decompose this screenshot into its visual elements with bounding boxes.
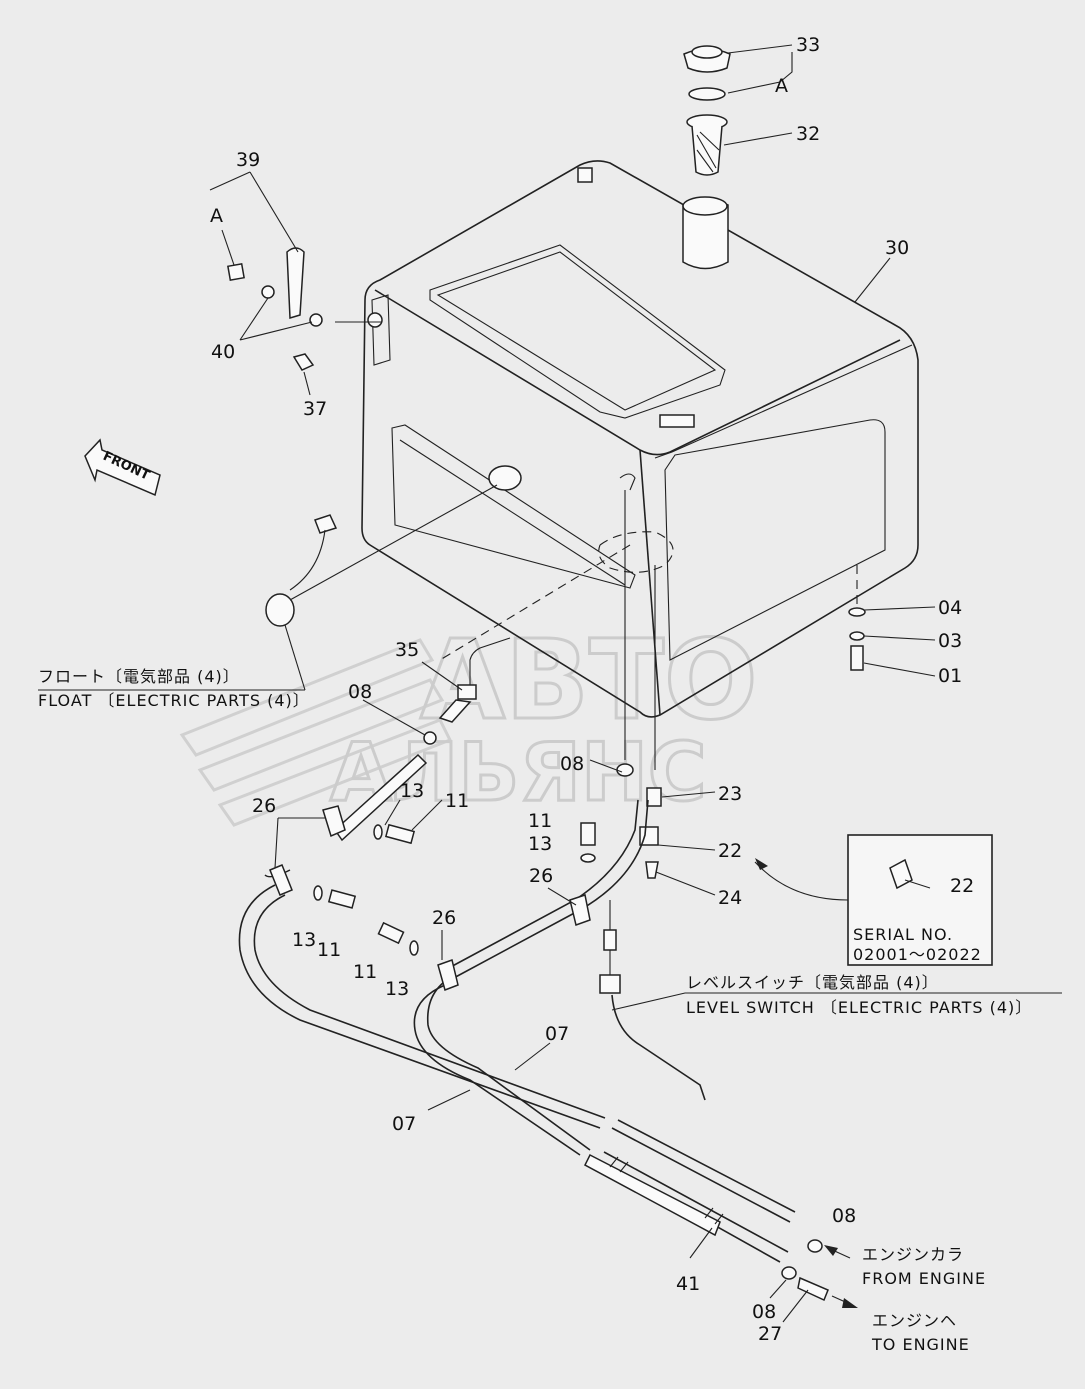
callout-30: 30: [885, 237, 909, 259]
to-engine-en: TO ENGINE: [871, 1335, 970, 1354]
callout-04: 04: [938, 597, 962, 619]
bracket-39: [227, 247, 383, 371]
serial-box-line2: 02001～02022: [853, 945, 982, 964]
fuel-hoses-07: [238, 753, 796, 1263]
gasket-ring: [688, 87, 726, 101]
callout-41: 41: [676, 1273, 700, 1295]
float-label-en: FLOAT 〔ELECTRIC PARTS (4)〕: [38, 691, 310, 710]
callout-08-c: 08: [832, 1205, 856, 1227]
to-engine-jp: エンジンヘ: [872, 1311, 957, 1330]
callout-26-b: 26: [529, 865, 553, 887]
filler-cap-33: [683, 45, 731, 73]
serial-box-part-no: 22: [950, 875, 974, 897]
front-arrow: FRONT: [84, 438, 161, 497]
callout-33: 33: [796, 34, 820, 56]
callout-08-b: 08: [560, 753, 584, 775]
float-label: フロート〔電気部品 (4)〕 FLOAT 〔ELECTRIC PARTS (4)…: [38, 667, 310, 710]
from-engine-jp: エンジンカラ: [862, 1245, 964, 1264]
callout-37: 37: [303, 398, 327, 420]
bolts-washers: [313, 822, 596, 956]
callout-08-a: 08: [348, 681, 372, 703]
callout-32: 32: [796, 123, 820, 145]
callout-13-d: 13: [385, 978, 409, 1000]
callout-24: 24: [718, 887, 742, 909]
callout-26-a: 26: [252, 795, 276, 817]
serial-box-line1: SERIAL NO.: [853, 925, 953, 944]
callout-27: 27: [758, 1323, 782, 1345]
level-switch-label-jp: レベルスイッチ〔電気部品 (4)〕: [686, 973, 939, 992]
callout-13-c: 13: [292, 929, 316, 951]
callout-13-a: 13: [400, 780, 424, 802]
to-engine: エンジンヘ TO ENGINE: [831, 1295, 970, 1354]
level-switch: [599, 900, 706, 1101]
fitting-35: [423, 637, 511, 745]
callout-35: 35: [395, 639, 419, 661]
filler-neck: [682, 196, 729, 270]
callout-03: 03: [938, 630, 962, 652]
callout-22: 22: [718, 840, 742, 862]
callout-11-d: 11: [353, 961, 377, 983]
from-engine: エンジンカラ FROM ENGINE: [824, 1245, 986, 1288]
strainer-32: [686, 114, 728, 176]
callout-23: 23: [718, 783, 742, 805]
watermark: АВТО АЛЬЯНС: [179, 615, 759, 827]
callout-a-top: A: [775, 75, 788, 97]
callout-40: 40: [211, 341, 235, 363]
level-switch-label: レベルスイッチ〔電気部品 (4)〕 LEVEL SWITCH 〔ELECTRIC…: [686, 973, 1032, 1017]
callout-07-a: 07: [545, 1023, 569, 1045]
callout-11-a: 11: [445, 790, 469, 812]
leader-lines: [38, 44, 1062, 1323]
callout-13-b: 13: [528, 833, 552, 855]
float-label-jp: フロート〔電気部品 (4)〕: [38, 667, 240, 686]
serial-number-box: 22 SERIAL NO. 02001～02022: [754, 834, 993, 966]
callout-39: 39: [236, 149, 260, 171]
callout-26-c: 26: [432, 907, 456, 929]
callout-01: 01: [938, 665, 962, 687]
callouts: 33 A 32 30 39 A 40 37 04 03 01 35 08 08 …: [210, 34, 962, 1345]
float-assembly: [265, 465, 522, 691]
callout-11-b: 11: [528, 810, 552, 832]
from-engine-en: FROM ENGINE: [862, 1269, 986, 1288]
fuel-tank-30: [361, 160, 919, 718]
callout-a-left: A: [210, 205, 223, 227]
cable-41: [584, 1153, 829, 1302]
watermark-line2: АЛЬЯНС: [330, 726, 707, 819]
watermark-emblem: [179, 638, 453, 827]
callout-11-c: 11: [317, 939, 341, 961]
callout-08-d: 08: [752, 1301, 776, 1323]
callout-07-b: 07: [392, 1113, 416, 1135]
level-switch-label-en: LEVEL SWITCH 〔ELECTRIC PARTS (4)〕: [686, 998, 1032, 1017]
